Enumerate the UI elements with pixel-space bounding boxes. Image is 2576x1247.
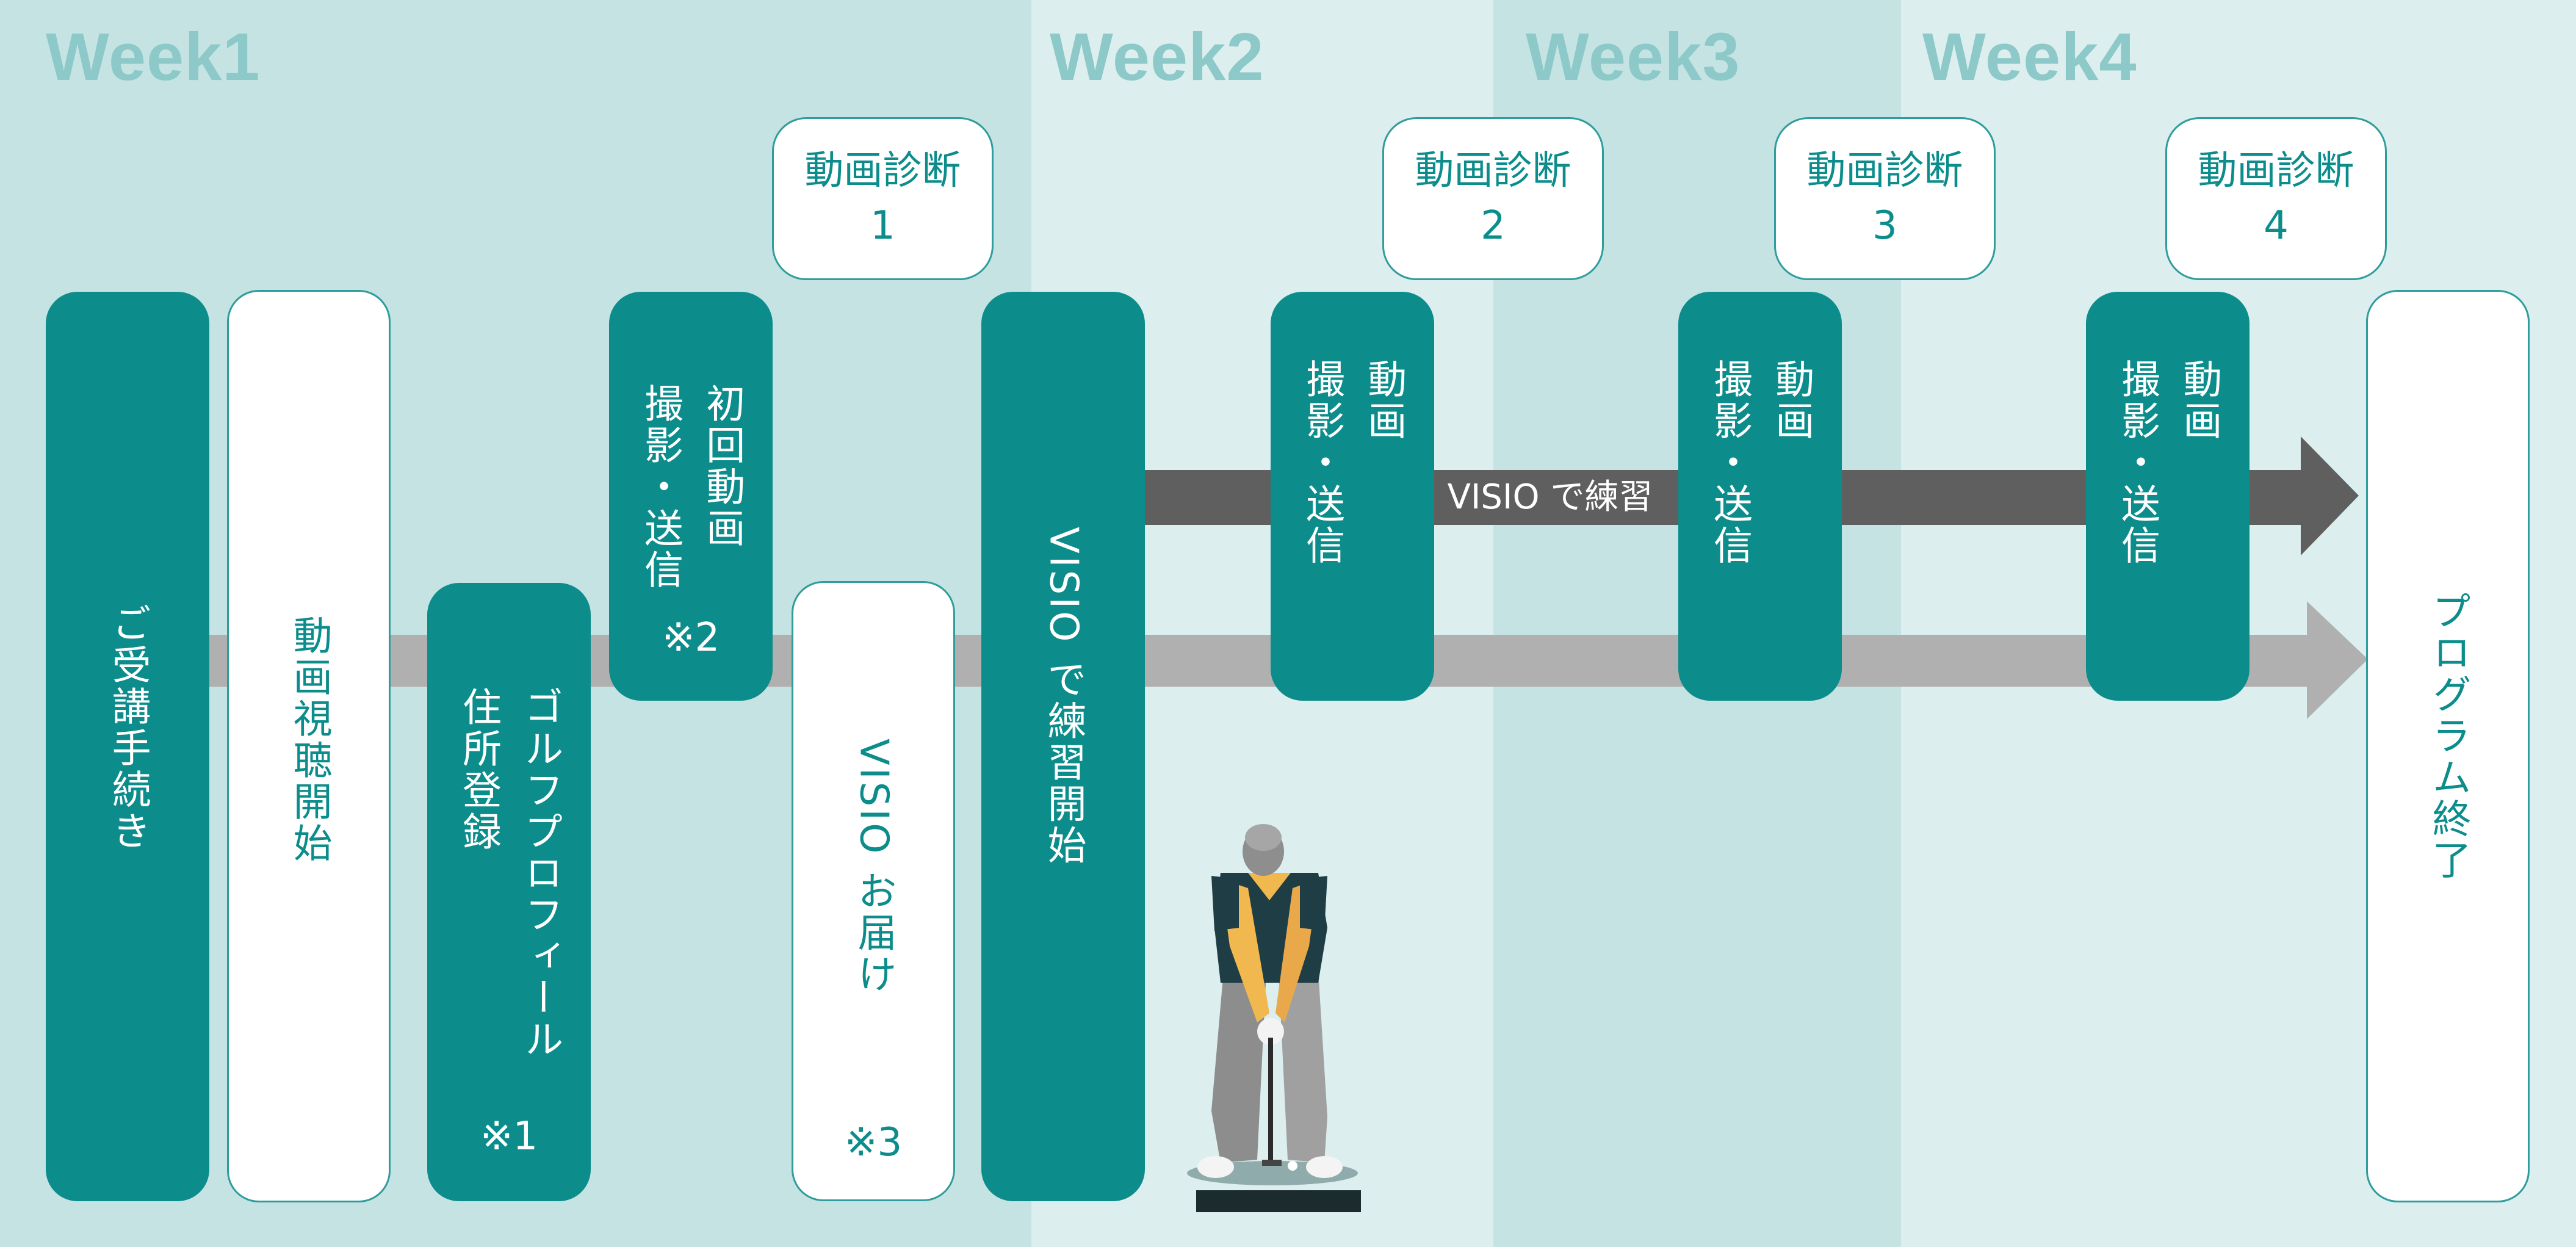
video-diagnosis-2: 動画診断 2 xyxy=(1382,117,1604,280)
diagnosis-number: 4 xyxy=(2264,203,2289,248)
shoot-send-label: 撮影・送信 xyxy=(1299,359,1344,566)
step-video-shoot-2: 動画 撮影・送信 xyxy=(1678,292,1842,701)
diagnosis-title: 動画診断 xyxy=(804,148,961,193)
diagnosis-title: 動画診断 xyxy=(1806,148,1963,193)
practice-start-label: VISIO で練習開始 xyxy=(1041,527,1086,867)
shoot-send-label: 撮影・送信 xyxy=(2115,359,2160,566)
week2-label: Week2 xyxy=(1050,20,1265,95)
first-video-label: 初回動画 xyxy=(699,383,745,549)
diagnosis-number: 3 xyxy=(1872,203,1897,248)
week4-label: Week4 xyxy=(1922,20,2137,95)
step-video-start-label: 動画視聴開始 xyxy=(286,615,332,864)
golf-profile-label: ゴルフプロフィール xyxy=(518,687,563,1060)
step-program-end: プログラム終了 xyxy=(2366,290,2530,1202)
video-diagnosis-4: 動画診断 4 xyxy=(2165,117,2387,280)
step-practice-start: VISIO で練習開始 xyxy=(981,292,1145,1201)
step-enrollment-label: ご受講手続き xyxy=(105,603,151,852)
program-end-label: プログラム終了 xyxy=(2425,591,2471,881)
step-visio-delivery: VISIO お届け ※3 xyxy=(792,581,955,1201)
step-video-shoot-1: 動画 撮影・送信 xyxy=(1271,292,1434,701)
video-label: 動画 xyxy=(2176,359,2222,442)
shoot-send-label: 撮影・送信 xyxy=(638,383,683,591)
diagnosis-number: 1 xyxy=(870,203,895,248)
step-video-shoot-3: 動画 撮影・送信 xyxy=(2086,292,2249,701)
video-label: 動画 xyxy=(1361,359,1407,442)
practice-arrow-label: VISIO で練習 xyxy=(1447,477,1653,517)
video-diagnosis-3: 動画診断 3 xyxy=(1774,117,1996,280)
week1-label: Week1 xyxy=(46,20,261,95)
video-diagnosis-1: 動画診断 1 xyxy=(772,117,994,280)
video-label: 動画 xyxy=(1769,359,1814,442)
step-golf-profile: ゴルフプロフィール 住所登録 ※1 xyxy=(427,583,591,1201)
week3-label: Week3 xyxy=(1526,20,1741,95)
diagnosis-number: 2 xyxy=(1481,203,1506,248)
diagnosis-title: 動画診断 xyxy=(2198,148,2354,193)
step-video-start: 動画視聴開始 xyxy=(227,290,391,1202)
visio-delivery-label: VISIO お届け xyxy=(851,739,897,996)
shoot-send-label: 撮影・送信 xyxy=(1707,359,1752,566)
step-first-video: 初回動画 撮影・送信 ※2 xyxy=(609,292,773,701)
address-registration-label: 住所登録 xyxy=(456,687,501,853)
diagnosis-title: 動画診断 xyxy=(1415,148,1571,193)
profile-note: ※1 xyxy=(480,1114,538,1159)
step-enrollment: ご受講手続き xyxy=(46,292,209,1201)
first-video-note: ※2 xyxy=(662,615,720,660)
visio-delivery-note: ※3 xyxy=(844,1120,903,1165)
